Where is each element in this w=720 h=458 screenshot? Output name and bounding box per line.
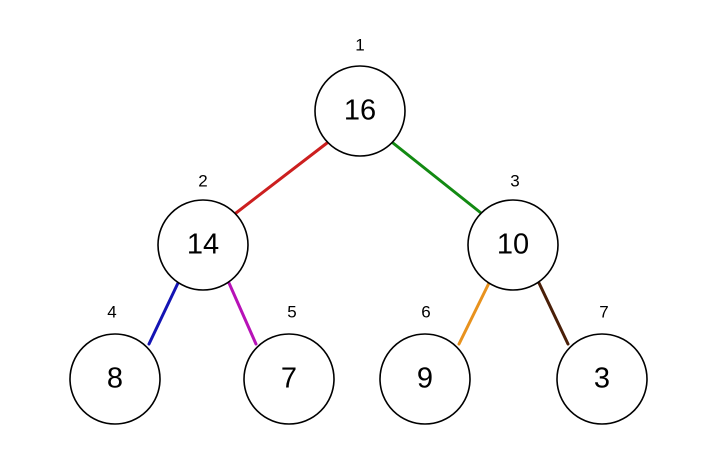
node-value-2: 14 [187, 229, 219, 261]
tree-edge-n1-n3 [391, 141, 483, 215]
tree-edge-n3-n7 [537, 281, 570, 346]
node-value-4: 8 [107, 363, 123, 395]
tree-node-3[interactable]: 10 [467, 199, 559, 291]
node-value-3: 10 [497, 229, 529, 261]
tree-node-1[interactable]: 16 [314, 65, 406, 157]
node-circle-6[interactable] [379, 333, 471, 425]
node-value-5: 7 [281, 363, 297, 395]
edges-group [147, 141, 570, 346]
tree-node-2[interactable]: 14 [157, 199, 249, 291]
tree-edge-n1-n2 [234, 141, 329, 215]
node-index-label-6: 6 [421, 302, 430, 321]
tree-edge-n2-n4 [147, 281, 180, 346]
node-index-label-3: 3 [510, 171, 519, 190]
node-circle-1[interactable] [314, 65, 406, 157]
tree-node-6[interactable]: 9 [379, 333, 471, 425]
node-index-label-7: 7 [599, 302, 608, 321]
node-index-label-2: 2 [198, 171, 207, 190]
node-value-1: 16 [344, 95, 376, 127]
tree-node-4[interactable]: 8 [69, 333, 161, 425]
node-circle-3[interactable] [467, 199, 559, 291]
node-index-label-5: 5 [287, 302, 296, 321]
node-value-7: 3 [594, 363, 610, 395]
node-circle-5[interactable] [243, 333, 335, 425]
node-value-6: 9 [417, 363, 433, 395]
tree-node-7[interactable]: 3 [556, 333, 648, 425]
node-circle-2[interactable] [157, 199, 249, 291]
tree-edge-n3-n6 [457, 281, 491, 346]
node-circle-7[interactable] [556, 333, 648, 425]
node-circle-4[interactable] [69, 333, 161, 425]
node-index-label-1: 1 [355, 35, 364, 54]
tree-edge-n2-n5 [227, 281, 258, 346]
node-index-label-4: 4 [107, 302, 116, 321]
nodes-group: 1 16 2 14 3 10 4 8 5 7 6 9 7 3 [69, 35, 648, 425]
tree-node-5[interactable]: 7 [243, 333, 335, 425]
